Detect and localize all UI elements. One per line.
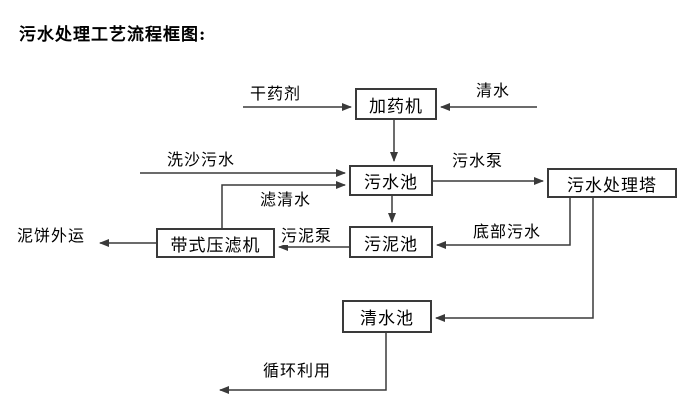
flow-label-mud-cake-out: 泥饼外运 <box>17 226 86 245</box>
node-belt-filter-press: 带式压滤机 <box>156 228 275 258</box>
node-sewage-treatment-tower: 污水处理塔 <box>547 168 677 198</box>
node-sewage-pool: 污水池 <box>349 165 433 196</box>
node-clean-water-pool: 清水池 <box>342 300 432 333</box>
flow-label-bottom-sewage: 底部污水 <box>473 222 542 241</box>
arrow-filtered-water-to-sewage-pool <box>221 181 346 228</box>
flow-label-clean-water: 清水 <box>476 81 511 100</box>
page-title: 污水处理工艺流程框图: <box>19 25 207 45</box>
flow-label-sewage-pump: 污水泵 <box>452 151 504 170</box>
arrow-tower-to-clean-pool <box>435 198 594 322</box>
flow-label-recycle-use: 循环利用 <box>263 361 332 380</box>
node-sludge-pool: 污泥池 <box>349 226 433 258</box>
node-dosing-machine: 加药机 <box>355 88 437 120</box>
arrow-clean-pool-to-recycle <box>219 333 387 394</box>
flow-label-sludge-pump: 污泥泵 <box>281 226 333 245</box>
flow-label-filtered-water: 滤清水 <box>260 190 312 209</box>
arrow-bottom-sewage-to-sludge-pool <box>436 198 571 249</box>
flow-label-sand-washing-sewage: 洗沙污水 <box>167 150 236 169</box>
flow-label-dry-agent: 干药剂 <box>250 84 302 103</box>
